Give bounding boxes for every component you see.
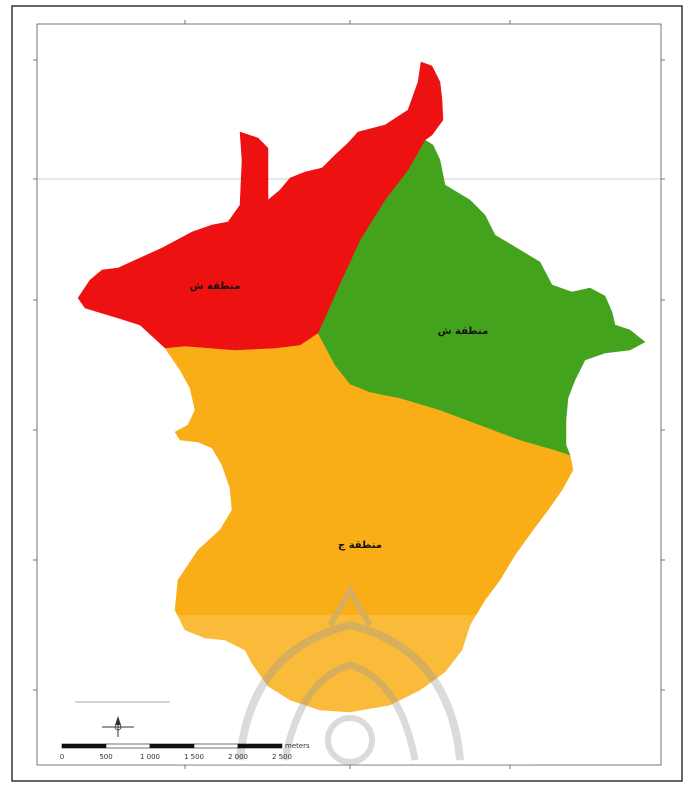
scale-segment: [61, 743, 107, 749]
north-arrow-icon: [102, 716, 134, 737]
scale-segment: [105, 743, 151, 749]
scale-segment: [237, 743, 283, 749]
zone-label-south: منطقة ج: [338, 540, 382, 551]
map-neatline: [36, 23, 662, 766]
top-ticks: [33, 20, 665, 769]
scale-unit: meters: [285, 742, 310, 750]
scale-tick-label: 1 000: [140, 753, 160, 761]
map-frame: [11, 5, 683, 782]
zone-north[interactable]: [77, 61, 444, 351]
scale-tick-label: 2 500: [272, 753, 292, 761]
scale-tick-label: 2 000: [228, 753, 248, 761]
zone-label-east: منطقة ش: [438, 326, 489, 337]
scale-segment: [193, 743, 239, 749]
zone-label-north: منطقة ش: [190, 281, 241, 292]
scale-tick-label: 500: [99, 753, 112, 761]
scale-bar: meters 0 500 1 000 1 500 2 000 2 500: [60, 742, 310, 761]
scale-segment: [149, 743, 195, 749]
scale-tick-label: 0: [60, 753, 64, 761]
zone-east[interactable]: [317, 139, 646, 456]
scale-tick-label: 1 500: [184, 753, 204, 761]
watermark-ornament: [175, 583, 535, 765]
